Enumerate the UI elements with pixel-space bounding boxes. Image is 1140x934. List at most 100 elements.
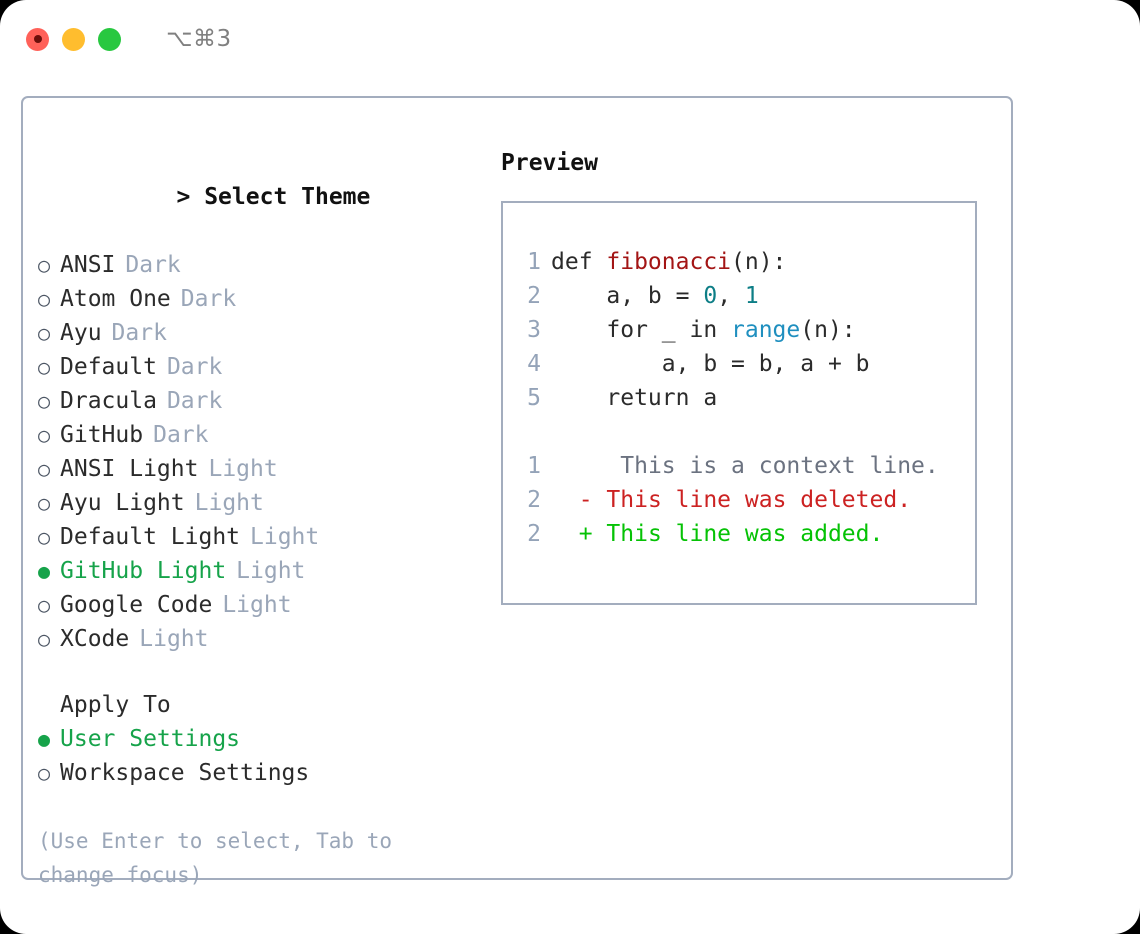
theme-option-label: Ayu Light [60,490,185,516]
theme-option-label: Default [60,354,157,380]
apply-to-option-label: Workspace Settings [60,760,310,786]
code-line: 1 def fibonacci(n): [515,245,969,279]
radio-unselected-icon: ○ [38,423,51,447]
theme-option-label: XCode [60,626,130,652]
radio-unselected-icon: ○ [38,627,51,651]
radio-unselected-icon: ○ [38,761,51,785]
code-spacer [515,415,969,449]
code-line-number: 3 [527,317,541,343]
apply-to-option-label: User Settings [60,726,241,752]
code-token-plain: return a [551,385,718,411]
radio-unselected-icon: ○ [38,355,51,379]
code-token-call: range [731,317,801,343]
radio-unselected-icon: ○ [38,321,51,345]
radio-selected-icon: ● [38,727,51,751]
theme-option-default[interactable]: ○ Default Dark [38,350,488,384]
diff-line-add: 2 + This line was added. [515,517,969,551]
theme-option-tag: Dark [180,286,237,312]
radio-unselected-icon: ○ [38,593,51,617]
diff-line-number: 2 [527,487,541,513]
theme-option-tag: Light [222,592,292,618]
radio-unselected-icon: ○ [38,525,51,549]
theme-option-label: GitHub Light [60,558,227,584]
theme-picker-title: > Select Theme [38,146,488,248]
code-token-plain: (n): [800,317,856,343]
diff-gutter-pad [551,517,579,551]
code-token-plain: a, b = [551,283,704,309]
code-token-num: 0 [703,283,718,309]
theme-option-label: Dracula [60,388,157,414]
theme-option-tag: Dark [166,354,223,380]
radio-unselected-icon: ○ [38,389,51,413]
close-window-button[interactable] [26,27,49,51]
theme-option-label: GitHub [60,422,144,448]
maximize-window-button[interactable] [98,27,121,51]
apply-to-option-list: ● User Settings ○ Workspace Settings [38,722,488,790]
theme-option-label: ANSI [60,252,116,278]
code-line-number: 1 [527,249,541,275]
apply-to-option-workspace-settings[interactable]: ○ Workspace Settings [38,756,488,790]
diff-marker-icon [579,449,593,483]
theme-option-github-light[interactable]: ● GitHub Light Light [38,554,488,588]
preview-title: Preview [501,150,598,176]
keyboard-shortcut-label: ⌥⌘3 [166,26,232,52]
apply-to-option-user-settings[interactable]: ● User Settings [38,722,488,756]
diff-line-number: 2 [527,521,541,547]
theme-option-tag: Light [194,490,264,516]
code-token-plain: , [717,283,745,309]
radio-unselected-icon: ○ [38,457,51,481]
diff-sample: 1 This is a context line. 2 - This line w… [515,449,969,551]
code-line-number: 4 [527,351,541,377]
radio-unselected-icon: ○ [38,287,51,311]
theme-option-ansi-light[interactable]: ○ ANSI Light Light [38,452,488,486]
theme-option-github[interactable]: ○ GitHub Dark [38,418,488,452]
code-token-plain: a, b = b, a + b [551,351,870,377]
diff-marker-icon: - [578,487,593,513]
code-line: 4 a, b = b, a + b [515,347,969,381]
radio-unselected-icon: ○ [38,253,51,277]
code-token-plain: (n): [731,249,787,275]
code-token-num: 1 [744,283,759,309]
code-line-number: 2 [527,283,541,309]
diff-marker-icon: + [578,521,593,547]
minimize-window-button[interactable] [62,27,85,51]
diff-line-ctx: 1 This is a context line. [515,449,969,483]
traffic-lights [26,27,121,51]
theme-option-tag: Dark [125,252,181,278]
diff-gutter-pad [551,449,579,483]
theme-option-tag: Light [208,456,278,482]
radio-selected-icon: ● [38,559,51,583]
theme-option-label: ANSI Light [60,456,199,482]
apply-to-title-text: Apply To [60,692,171,718]
diff-gutter-pad [551,483,579,517]
theme-option-ansi[interactable]: ○ ANSI Dark [38,248,488,282]
code-token-plain: def [551,249,607,275]
code-line: 2 a, b = 0, 1 [515,279,969,313]
title-bar: ⌥⌘3 [0,0,1140,78]
section-title-text: Select Theme [204,184,371,210]
diff-line-text: This line was deleted. [592,487,912,513]
theme-option-tag: Dark [111,320,167,346]
theme-option-tag: Dark [153,422,209,448]
keyboard-hint-text: (Use Enter to select, Tab to change focu… [38,829,393,887]
code-token-fn: fibonacci [606,249,732,275]
theme-option-tag: Light [236,558,306,584]
theme-option-tag: Light [250,524,320,550]
code-line-number: 5 [527,385,541,411]
diff-line-text: This line was added. [592,521,884,547]
code-line: 5 return a [515,381,969,415]
apply-to-section: Apply To ● User Settings ○ Workspace Settin… [38,688,488,790]
